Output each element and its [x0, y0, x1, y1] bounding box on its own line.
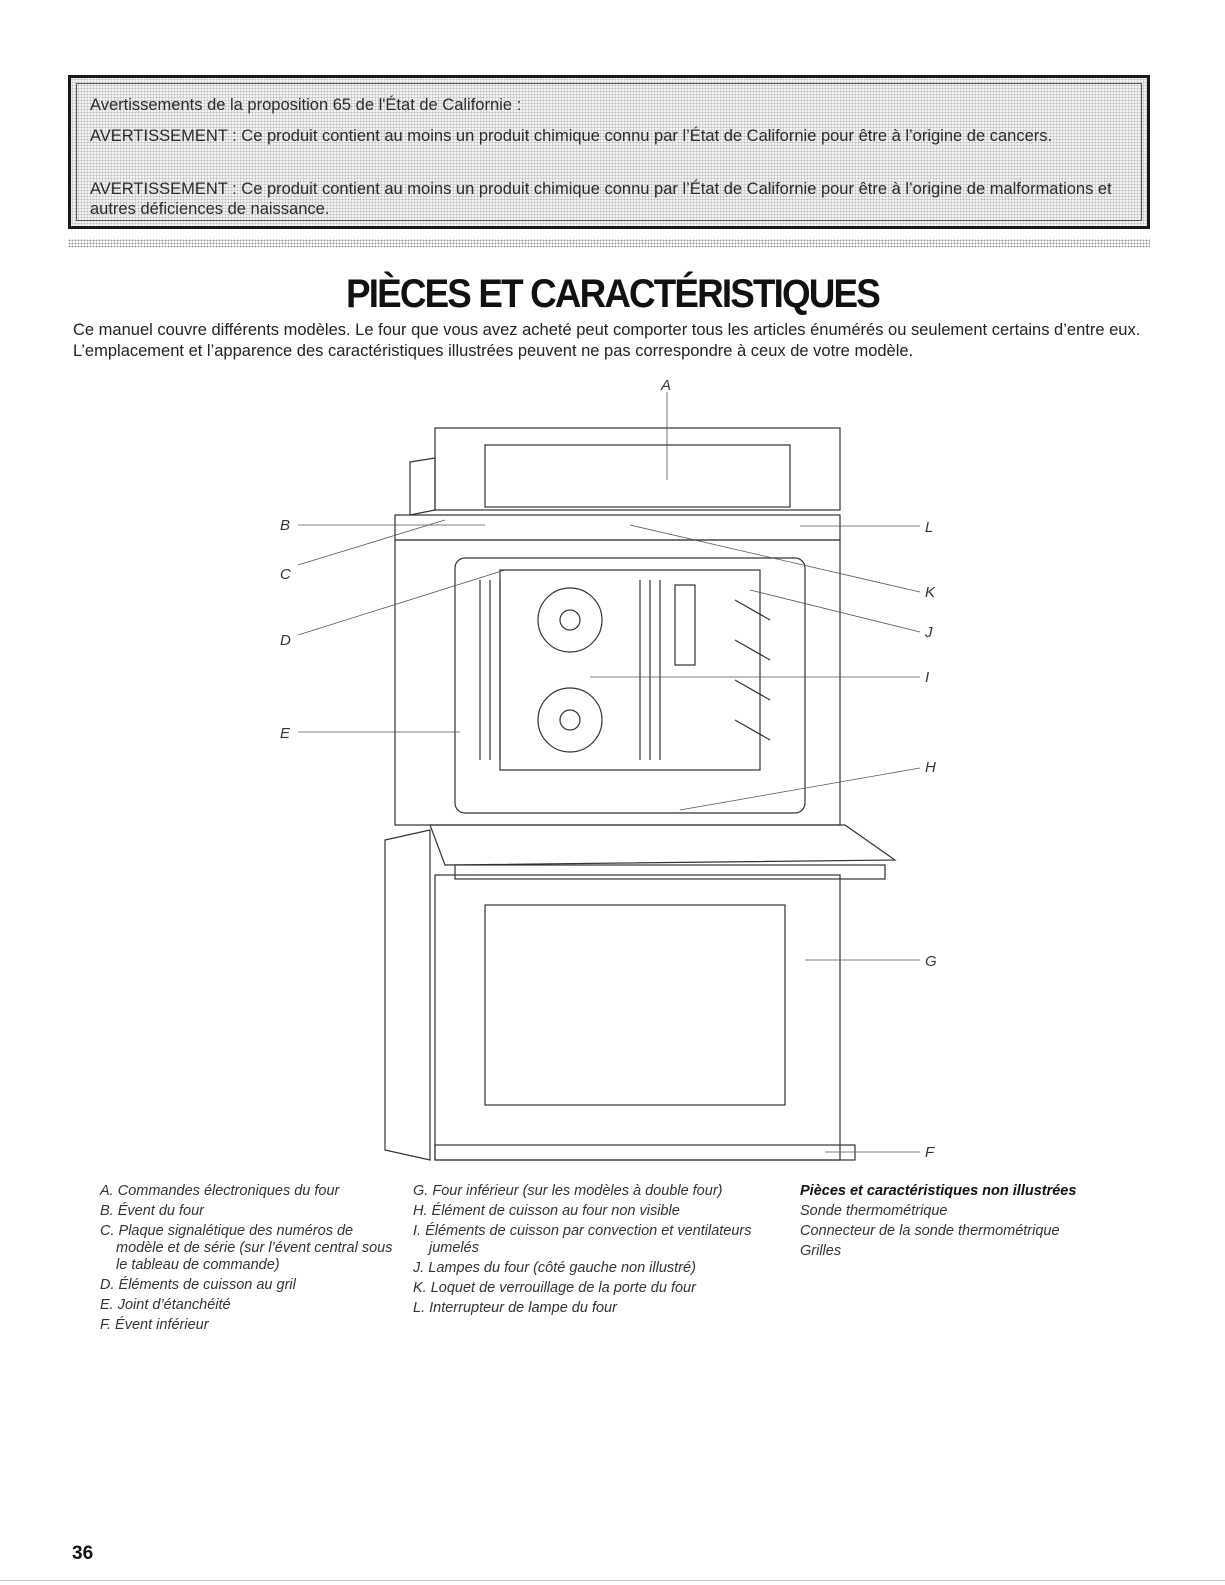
rack-supports — [734, 599, 771, 741]
callout-e: E — [280, 725, 291, 742]
upper-oven-door-open — [429, 824, 897, 866]
legend-item: L. Interrupteur de lampe du four — [413, 1300, 617, 1316]
bottom-rule — [0, 1580, 1225, 1581]
callout-j: J — [924, 624, 933, 641]
callout-g: G — [925, 953, 937, 970]
legend-item: D. Éléments de cuisson au gril — [100, 1277, 296, 1293]
page-number: 36 — [72, 1543, 94, 1564]
legend-item: C. Plaque signalétique des numéros de mo… — [100, 1223, 393, 1273]
warning-heading: Avertissements de la proposition 65 de l… — [90, 96, 522, 114]
control-display — [484, 444, 791, 508]
legend-item: Sonde thermométrique — [800, 1203, 948, 1219]
prop65-warning-box — [68, 75, 1150, 229]
oven-lamp — [674, 584, 696, 666]
legend-item: E. Joint d’étanchéité — [100, 1297, 231, 1313]
lower-oven — [434, 874, 841, 1161]
intro-paragraph: Ce manuel couvre différents modèles. Le … — [73, 321, 1141, 360]
warning-cancer: AVERTISSEMENT : Ce produit contient au m… — [90, 127, 1053, 145]
legend-item: A. Commandes électroniques du four — [100, 1183, 340, 1199]
left-wall-slots — [479, 580, 501, 760]
convection-fan-bottom — [537, 687, 603, 753]
oven-diagram: A B C D E L K J I H G F — [280, 377, 937, 1161]
legend-column-3: Pièces et caractéristiques non illustrée… — [800, 1183, 1140, 1263]
door-handle-upper — [454, 864, 886, 880]
convection-fan-top — [537, 587, 603, 653]
legend-item: Connecteur de la sonde thermométrique — [800, 1223, 1060, 1239]
control-panel — [434, 427, 841, 511]
callout-f: F — [925, 1144, 935, 1161]
upper-oven-frame — [394, 539, 841, 826]
page-title: PIÈCES ET CARACTÉRISTIQUES — [346, 272, 881, 316]
legend-item: K. Loquet de verrouillage de la porte du… — [413, 1280, 696, 1296]
callout-k: K — [925, 584, 936, 601]
legend-item: I. Éléments de cuisson par convection et… — [413, 1223, 752, 1256]
cabinet-left-lower — [384, 829, 431, 1161]
warning-inner-border — [76, 83, 1142, 221]
callout-b: B — [280, 517, 290, 534]
legend-item: G. Four inférieur (sur les modèles à dou… — [413, 1183, 723, 1199]
legend-item: J. Lampes du four (côté gauche non illus… — [413, 1260, 696, 1276]
callout-i: I — [925, 669, 929, 686]
legend-column-1: A. Commandes électroniques du four B. Év… — [100, 1183, 395, 1337]
legend-column-2: G. Four inférieur (sur les modèles à dou… — [413, 1183, 773, 1320]
warning-birth-defects: AVERTISSEMENT : Ce produit contient au m… — [90, 180, 1112, 218]
upper-oven-cavity — [454, 557, 806, 814]
cabinet-left-side — [409, 457, 436, 516]
callout-a: A — [660, 377, 671, 394]
legend-item: F. Évent inférieur — [100, 1317, 209, 1333]
legend-item: B. Évent du four — [100, 1203, 204, 1219]
lower-oven-window — [484, 904, 786, 1106]
right-wall-slots — [639, 580, 661, 760]
callout-h: H — [925, 759, 936, 776]
callout-c: C — [280, 566, 291, 583]
dotted-divider — [68, 239, 1150, 247]
lower-vent — [434, 1144, 856, 1161]
callout-d: D — [280, 632, 291, 649]
oven-vent-strip — [394, 514, 841, 541]
legend-heading: Pièces et caractéristiques non illustrée… — [800, 1183, 1077, 1199]
legend-item: Grilles — [800, 1243, 842, 1259]
legend-item: H. Élément de cuisson au four non visibl… — [413, 1203, 680, 1219]
callout-l: L — [925, 519, 933, 536]
oven-back-wall — [499, 569, 761, 771]
